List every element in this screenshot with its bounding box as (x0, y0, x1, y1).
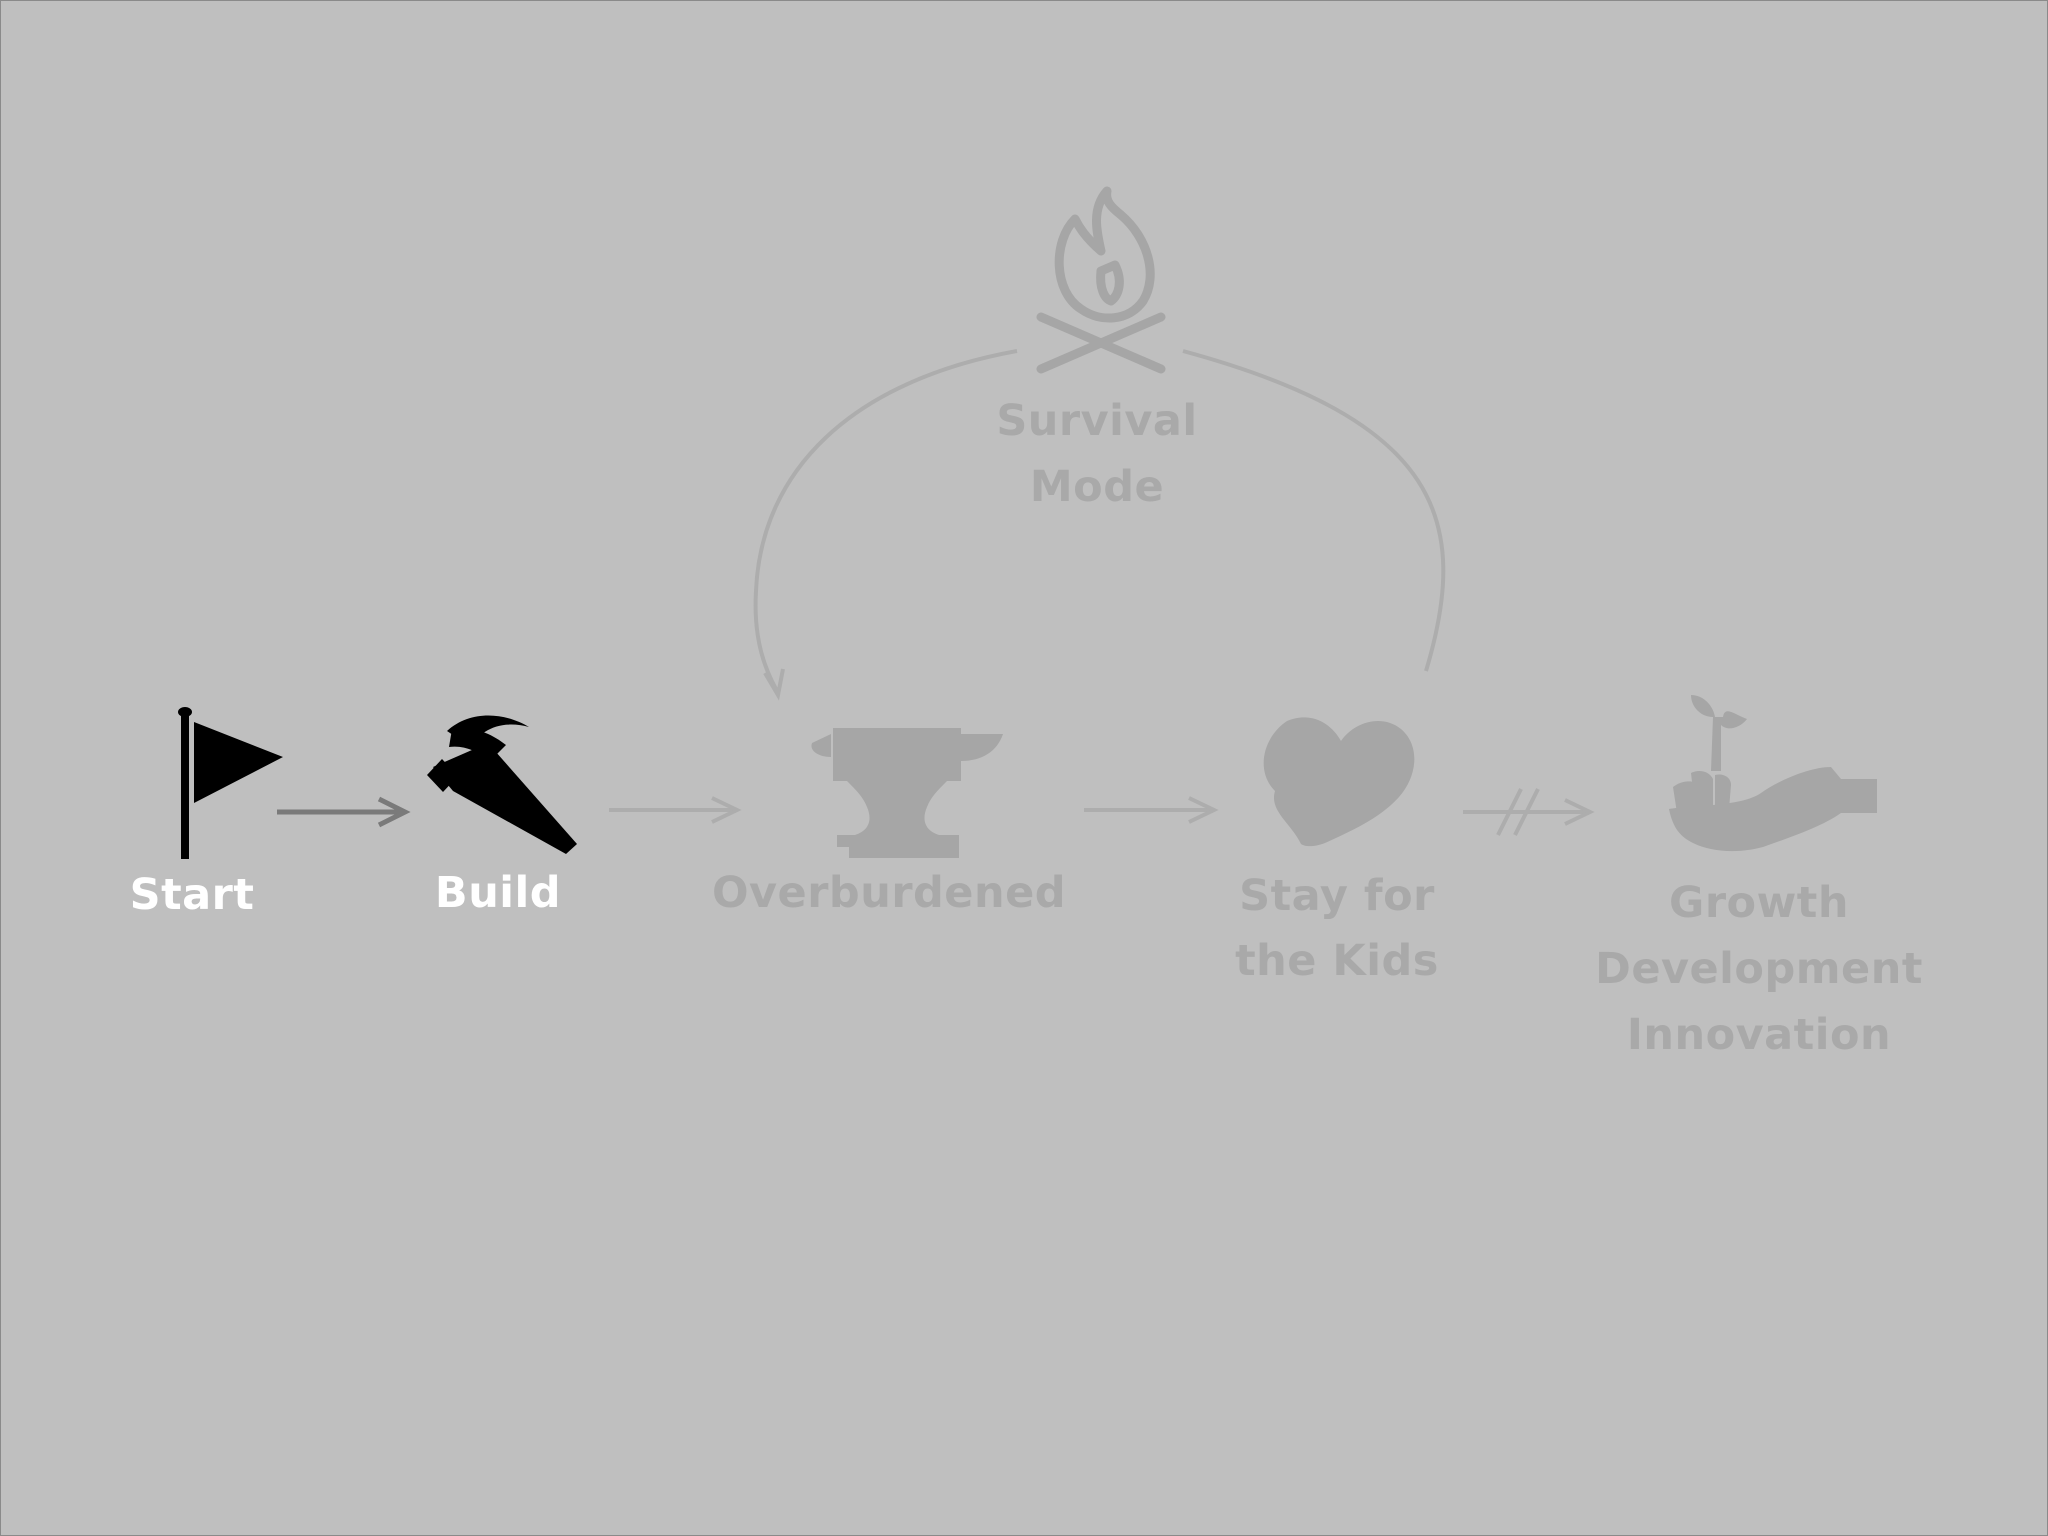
node-build: Build (427, 715, 577, 918)
node-overburdened: Overburdened (712, 728, 1066, 918)
growth-label-line-3: Innovation (1627, 1010, 1891, 1060)
heart-icon (1263, 717, 1415, 847)
stay-label-line-1: Stay for (1239, 871, 1435, 921)
hammer-icon (427, 715, 577, 854)
edge-overburdened-to-stay (1084, 796, 1219, 824)
growth-label-line-1: Growth (1669, 878, 1849, 928)
stay-label-line-2: the Kids (1235, 936, 1439, 986)
edge-survival-loop (753, 349, 1446, 701)
survival-label-line-1: Survival (996, 396, 1197, 446)
flag-icon (178, 707, 283, 859)
growth-label-line-2: Development (1595, 944, 1923, 994)
campfire-icon (1036, 186, 1166, 374)
edge-build-to-overburdened (609, 796, 742, 824)
node-stay-for-the-kids: Stay for the Kids (1235, 717, 1439, 986)
start-label: Start (130, 870, 255, 920)
overburdened-label: Overburdened (712, 868, 1066, 918)
survival-label-line-2: Mode (1030, 462, 1164, 512)
node-growth: Growth Development Innovation (1595, 695, 1923, 1060)
node-survival-mode: Survival Mode (996, 186, 1197, 512)
anvil-icon (811, 728, 1003, 858)
node-start: Start (130, 707, 283, 920)
build-label: Build (435, 868, 561, 918)
plant-in-hand-icon (1669, 695, 1877, 852)
edge-stay-to-growth-blocked (1463, 788, 1595, 836)
edge-start-to-build (277, 796, 411, 828)
